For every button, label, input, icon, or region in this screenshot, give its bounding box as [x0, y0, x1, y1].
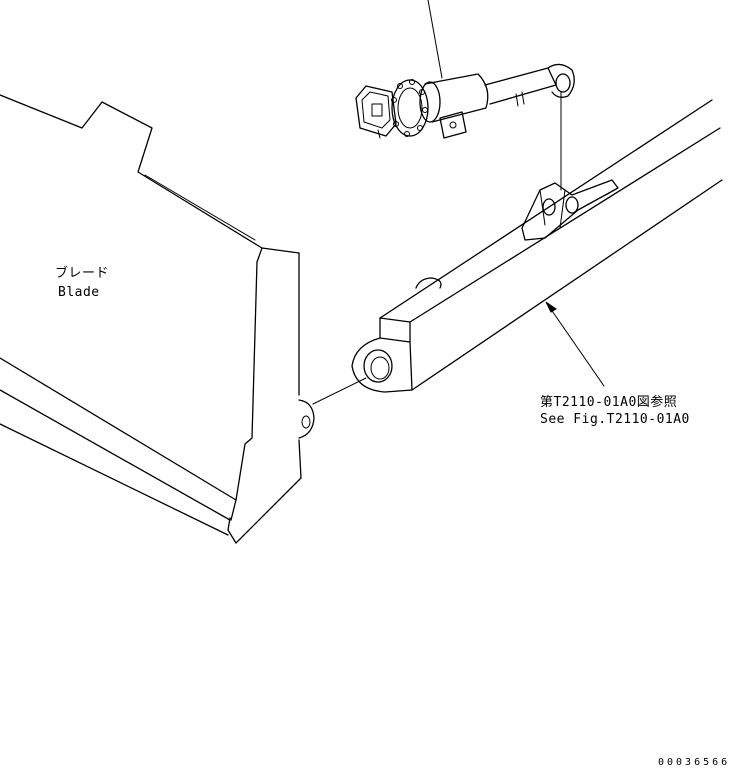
frame-top-line [379, 99, 713, 319]
blade-face-line-2 [0, 389, 231, 521]
frame-bottom-line [411, 179, 723, 391]
frame-end-edge [409, 341, 413, 391]
blade-mount-bracket [298, 399, 315, 439]
cylinder-barrel [419, 73, 489, 123]
frame-end-top [379, 317, 411, 343]
blade-face-line-1 [0, 357, 237, 501]
frame-mid-line [409, 127, 721, 323]
drawing-code: 00036566 [658, 757, 730, 768]
blade-label-jp: ブレード [55, 265, 109, 281]
blade-face-line-3 [0, 423, 229, 536]
cylinder-rod-eye [547, 63, 575, 98]
blade [0, 94, 315, 544]
hydraulic-cylinder [355, 0, 575, 139]
reference-arrow [545, 301, 605, 387]
cylinder-mount-bracket [521, 179, 619, 241]
push-arm-frame [351, 99, 723, 393]
cylinder-head-block [355, 85, 397, 139]
frame-small-bracket [415, 277, 442, 289]
cylinder-leader-line [427, 0, 443, 79]
cylinder-rod [484, 67, 557, 105]
reference-label-jp: 第T2110-01A0図参照 [540, 394, 677, 410]
blade-bevel-line [144, 174, 256, 241]
cylinder-rod-fitting [515, 91, 525, 107]
blade-label-en: Blade [58, 285, 100, 300]
frame-front-eye [351, 337, 413, 393]
pin-connection-line-blade [312, 377, 367, 405]
blade-corner-edge [230, 499, 237, 521]
blade-side-lower [227, 439, 302, 544]
cylinder-lower-lug [439, 111, 467, 139]
blade-front-edge [235, 247, 263, 501]
cylinder-flange [391, 79, 429, 137]
reference-label-en: See Fig.T2110-01A0 [540, 412, 690, 427]
blade-top-edge [0, 94, 300, 254]
